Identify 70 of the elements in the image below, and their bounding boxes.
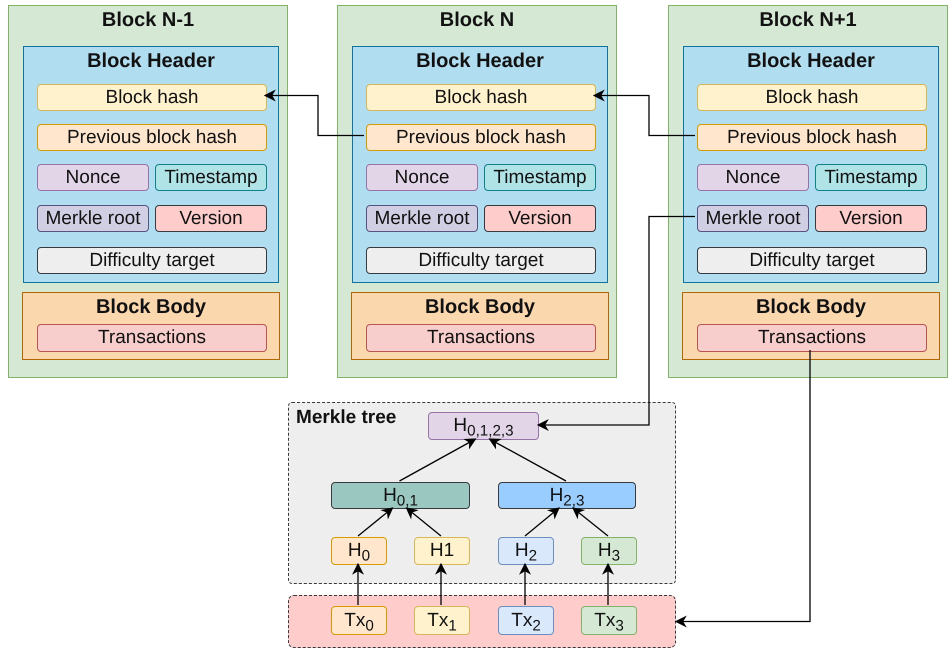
header-field: Block hash — [697, 84, 927, 111]
header-field: Nonce — [37, 164, 149, 191]
header-field: Previous block hash — [366, 124, 596, 151]
hash-node: H1 — [414, 537, 470, 565]
header-field: Difficulty target — [37, 247, 267, 274]
header-field: Block hash — [37, 84, 267, 111]
hash-node: H$_{2,3}$ — [498, 482, 636, 509]
header-field: Merkle root — [366, 205, 478, 232]
section-title: Block N+1 — [758, 9, 858, 32]
section-title: Merkle tree — [296, 407, 396, 429]
header-field: Version — [815, 205, 927, 232]
body-panel — [682, 292, 940, 360]
transaction-node: Tx$_{1}$ — [414, 606, 470, 635]
header-panel — [352, 46, 608, 283]
hash-node: H$_{0,1}$ — [331, 482, 470, 509]
arrow — [524, 507, 560, 536]
header-field: Version — [155, 205, 267, 232]
block-container — [8, 5, 288, 378]
body-panel — [351, 292, 609, 360]
header-field: Previous block hash — [37, 124, 267, 151]
transactions-field: Transactions — [697, 324, 927, 352]
header-panel — [683, 46, 939, 283]
hash-node: H$_{0}$ — [331, 537, 387, 565]
header-field: Merkle root — [697, 205, 809, 232]
header-field: Timestamp — [815, 164, 927, 191]
block-container — [668, 5, 948, 378]
header-field: Block hash — [366, 84, 596, 111]
hash-node: H$_{2}$ — [498, 537, 554, 565]
section-title: Block Body — [94, 296, 208, 319]
header-panel — [23, 46, 279, 283]
arrow — [358, 507, 394, 536]
section-title: Block Header — [746, 50, 876, 73]
header-field: Nonce — [366, 164, 478, 191]
arrow — [399, 438, 477, 482]
arrow — [435, 562, 447, 605]
arrow — [536, 216, 695, 431]
section-title: Block N-1 — [100, 9, 196, 32]
arrow — [602, 562, 614, 605]
transactions-field: Transactions — [37, 324, 267, 352]
section-title: Block Header — [86, 50, 216, 73]
arrow — [519, 562, 531, 605]
block-container — [337, 5, 617, 378]
transactions-field: Transactions — [366, 324, 596, 352]
transaction-node: Tx$_{2}$ — [498, 606, 554, 635]
hash-node: H$_{3}$ — [581, 537, 637, 565]
header-field: Previous block hash — [697, 124, 927, 151]
arrow — [264, 90, 364, 136]
arrow — [406, 507, 442, 536]
header-field: Difficulty target — [366, 247, 596, 274]
header-field: Nonce — [697, 164, 809, 191]
merkle-tree-panel — [288, 402, 676, 584]
section-title: Block N — [438, 9, 516, 32]
header-field: Version — [484, 205, 596, 232]
body-panel — [22, 292, 280, 360]
arrow — [352, 562, 364, 605]
section-title: Block Body — [754, 296, 868, 319]
arrow — [674, 350, 811, 628]
arrow — [488, 438, 566, 482]
arrow — [592, 90, 695, 136]
dashed-group-box — [288, 595, 676, 648]
arrow — [572, 507, 608, 536]
header-field: Timestamp — [484, 164, 596, 191]
transaction-node: Tx$_{3}$ — [581, 606, 637, 635]
section-title: Block Body — [424, 296, 536, 319]
hash-node: H$_{0,1,2,3}$ — [428, 412, 539, 440]
header-field: Difficulty target — [697, 247, 927, 274]
header-field: Timestamp — [155, 164, 267, 191]
section-title: Block Header — [415, 50, 545, 73]
transaction-node: Tx$_{0}$ — [331, 606, 387, 635]
header-field: Merkle root — [37, 205, 149, 232]
